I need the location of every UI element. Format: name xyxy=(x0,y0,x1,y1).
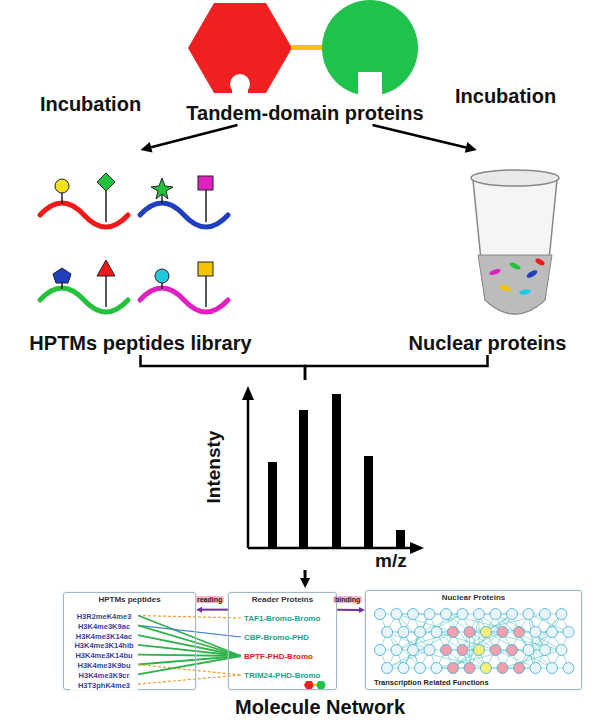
connector xyxy=(138,616,241,657)
peptide-item: H3K4me3K14ac xyxy=(70,630,138,641)
connector xyxy=(300,570,310,588)
connector xyxy=(196,607,228,613)
node-label: H3K4me3K9bu xyxy=(70,661,138,670)
node-label: BPTF-PHD-Bromo xyxy=(241,652,316,662)
node-label: Nuclear proteins xyxy=(409,332,567,355)
edge-label: Incubation xyxy=(455,85,556,108)
peptide-strands xyxy=(40,203,228,312)
peptide-box: HPTMs peptidesH3R2meK4me3H3K4me3K9acH3K4… xyxy=(63,592,196,690)
reader-icon xyxy=(304,681,326,690)
reader-item: TRIM24-PHD-Bromo xyxy=(241,669,323,681)
node-label: Tandem-domain proteins xyxy=(186,102,423,125)
node-label: HPTMs peptides xyxy=(64,595,195,604)
reader-box: Reader ProteinsTAF1-Bromo-BromoCBP-Bromo… xyxy=(228,592,337,690)
modification-stems xyxy=(62,190,206,307)
node-label: Molecule Network xyxy=(235,696,405,719)
node-label: TRIM24-PHD-Bromo xyxy=(241,671,323,681)
connector xyxy=(305,355,488,380)
node-label: m/z xyxy=(375,550,415,572)
modification-marks xyxy=(53,173,213,283)
sample-tube xyxy=(471,170,559,314)
peptide-item: H3T3phK4me3 xyxy=(70,679,138,690)
node-label: H3R2meK4me3 xyxy=(70,612,138,621)
domain-hexagon xyxy=(188,3,292,93)
node-label: H3K4me3K14ac xyxy=(70,632,138,641)
connector xyxy=(138,656,241,674)
peptide-item: H3K4me3K9ac xyxy=(70,620,138,631)
nuclear-box: Nuclear ProteinsTranscription Related Fu… xyxy=(365,590,582,690)
nuclear-extract: Nuclear proteins xyxy=(380,150,595,355)
connector xyxy=(138,616,241,619)
node-label: TAF1-Bromo-Bromo xyxy=(241,614,323,624)
edge-label: binding xyxy=(333,596,362,603)
connector xyxy=(138,675,241,684)
node-label: HPTMs peptides library xyxy=(29,332,251,355)
peptide-item: H3K4me3K9cr xyxy=(70,669,138,680)
connector xyxy=(373,125,477,153)
peptide-item: H3K4me3K9bu xyxy=(70,659,138,670)
peptide-library: HPTMs peptides library xyxy=(18,150,263,355)
node-label: Intensty xyxy=(203,422,225,512)
peptide-item: H3K4me3K14hib xyxy=(70,639,138,650)
node-label: H3K4me3K9cr xyxy=(70,671,138,680)
connector xyxy=(138,655,241,656)
mass-spectrum xyxy=(242,386,424,554)
spectrum-chart: Intensty m/z xyxy=(195,380,415,570)
protein-network xyxy=(375,609,575,674)
network-panel: Molecule Network HPTMs peptidesH3R2meK4me… xyxy=(55,588,585,719)
peptide-item: H3K4me3K14bu xyxy=(70,649,138,660)
linker xyxy=(291,45,324,50)
protein-illustration: Tandem-domain proteins xyxy=(170,2,440,125)
connector xyxy=(138,656,241,665)
edge-label: Incubation xyxy=(40,93,141,116)
connector xyxy=(337,607,365,613)
node-label: H3K4me3K14bu xyxy=(70,651,138,660)
reader-item: CBP-Bromo-PHD xyxy=(241,631,312,643)
connector xyxy=(138,665,241,676)
domain-pocket xyxy=(230,74,250,94)
node-label: H3K4me3K9ac xyxy=(70,622,138,631)
node-label: Transcription Related Functions xyxy=(372,678,491,687)
domain-pocket xyxy=(358,72,382,98)
node-label: H3K4me3K14hib xyxy=(70,641,138,650)
peptide-item: H3R2meK4me3 xyxy=(70,610,138,621)
connector xyxy=(138,625,241,637)
edge-label: reading xyxy=(195,596,224,603)
connector xyxy=(138,645,241,656)
reader-item: BPTF-PHD-Bromo xyxy=(241,650,316,662)
node-label: CBP-Bromo-PHD xyxy=(241,633,312,643)
connector xyxy=(138,625,241,656)
node-label: H3T3phK4me3 xyxy=(70,681,138,690)
connector xyxy=(141,125,238,153)
connector xyxy=(138,635,241,656)
domain-pocket xyxy=(232,86,248,94)
node-label: Reader Proteins xyxy=(229,595,336,604)
reader-item: TAF1-Bromo-Bromo xyxy=(241,612,323,624)
node-label: Nuclear Proteins xyxy=(439,593,509,602)
connector xyxy=(141,355,306,380)
